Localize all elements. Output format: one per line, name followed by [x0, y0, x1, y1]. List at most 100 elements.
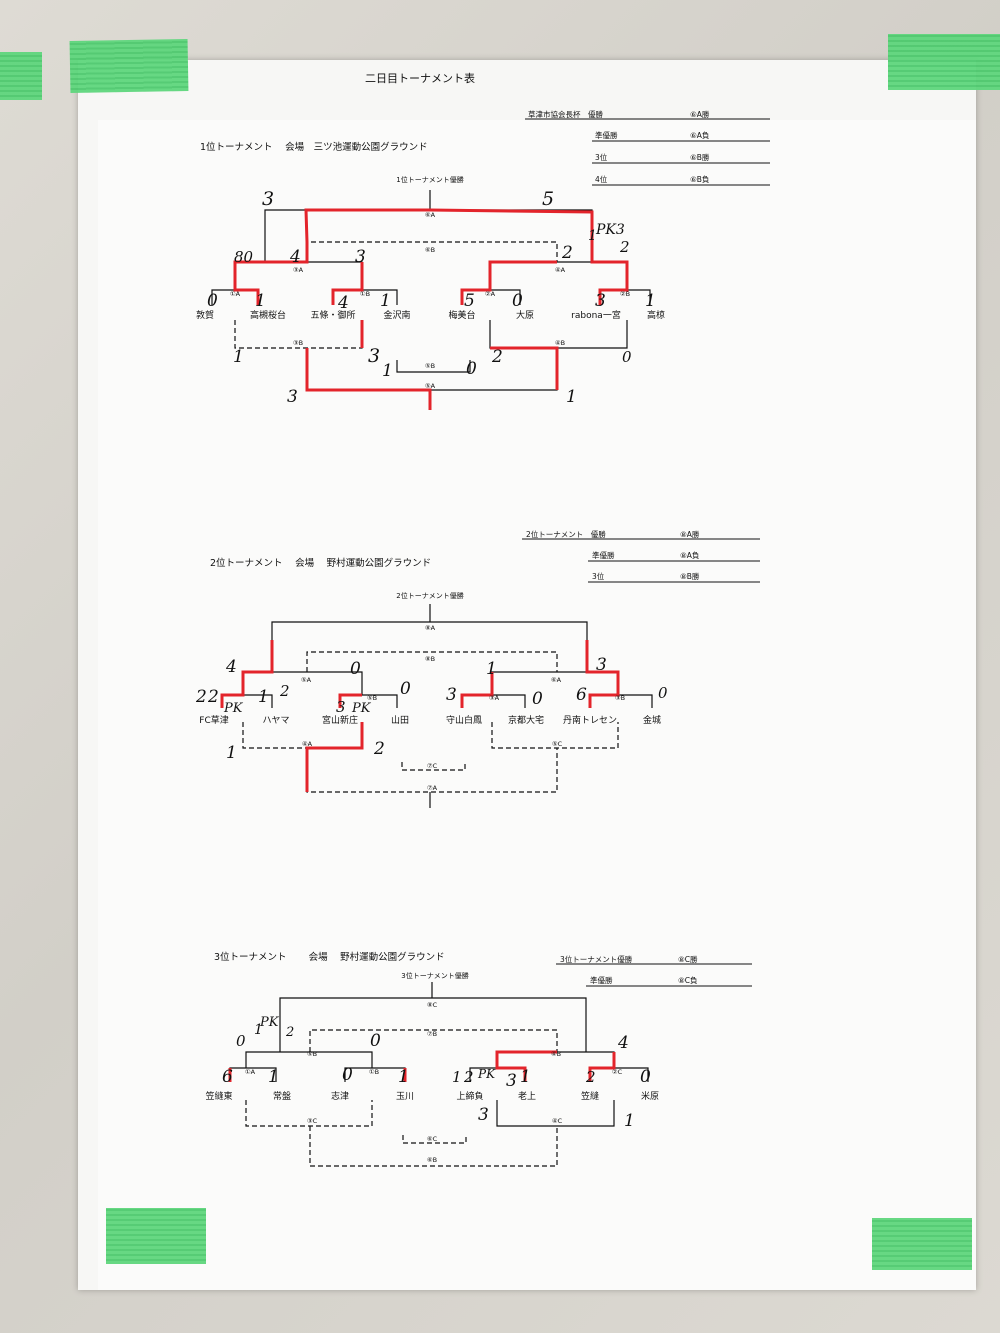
t2-team: 京都大宅	[508, 714, 544, 726]
t2-match: ④A	[302, 740, 313, 748]
t3-red-marker	[228, 1050, 616, 1082]
t1-match: ②A	[485, 290, 496, 298]
t3-match-labels: ①A ①B ②C ⑤B ④B ⑦B ⑧C ③C ④C ⑥C ⑥B	[245, 1001, 623, 1164]
sheet-title: 二日目トーナメント表	[365, 71, 475, 85]
t3-score: 1	[254, 1022, 263, 1038]
t2-score: 0	[532, 689, 543, 709]
t2-score: 1	[226, 743, 237, 763]
t1-score: 5	[542, 188, 554, 210]
t2-score: 3	[596, 655, 607, 675]
t2-header: 2位トーナメント 会場 野村運動公園グラウンド	[210, 557, 431, 569]
t1-score: 5	[464, 291, 475, 311]
t1-score: 3	[595, 291, 606, 311]
t1-team: 梅美台	[448, 309, 475, 321]
t2-champion-label: 2位トーナメント優勝	[396, 591, 463, 600]
t2-match: ⑤A	[301, 676, 312, 684]
t1-score: 0	[622, 348, 632, 366]
t2-result-value: ⑧B勝	[680, 571, 700, 581]
t1-result-value: ⑥B負	[690, 174, 710, 184]
t1-match: ③B	[293, 339, 303, 347]
t2-score: 1	[258, 687, 269, 707]
t3-score: PK	[477, 1067, 496, 1081]
t2-match: ⑤B	[367, 694, 377, 702]
t1-teams: 敦賀 高槻桜台 五條・御所 金沢南 梅美台 大原 rabona一宮 高椋	[196, 309, 665, 321]
t2-team: 丹南トレセン	[563, 714, 617, 726]
t2-score: 6	[576, 685, 587, 705]
t1-score: 1	[588, 228, 597, 244]
t1-result-label: 3位	[595, 152, 608, 162]
t1-header: 1位トーナメント 会場 三ツ池運動公園グラウンド	[200, 141, 428, 153]
t1-score: 1	[380, 291, 391, 311]
t1-result-label: 草津市協会長杯 優勝	[528, 109, 603, 119]
t1-score: 0	[512, 291, 523, 311]
t2-match: ③A	[489, 694, 500, 702]
t1-score: 3	[287, 387, 298, 407]
t1-team: 五條・御所	[310, 309, 355, 321]
t1-score: 1	[566, 387, 577, 407]
green-tape	[872, 1218, 972, 1270]
t3-match: ④B	[551, 1050, 561, 1058]
t2-team: FC草津	[199, 714, 228, 726]
t2-red-marker	[220, 640, 620, 792]
t3-score: 2	[285, 1025, 294, 1040]
t2-score: 2	[207, 687, 219, 707]
t2-team: 山田	[391, 715, 409, 726]
t3-team: 老上	[518, 1090, 536, 1102]
t1-result-label: 準優勝	[595, 130, 618, 140]
t3-match: ④C	[552, 1117, 563, 1125]
t3-scores: 6 1 0 1 1 2 PK 3 1 2 0 0 1 PK 2 0 4 3 1	[222, 1015, 651, 1131]
t1-team: 金沢南	[383, 309, 410, 321]
t3-champion-label: 3位トーナメント優勝	[401, 971, 468, 980]
t1-match: ④B	[555, 339, 565, 347]
t3-score: 1	[452, 1068, 462, 1086]
t3-score: 2	[585, 1068, 596, 1086]
t2-match: ③B	[615, 694, 625, 702]
t3-team: 上締負	[456, 1090, 483, 1102]
t2-score: 2	[373, 739, 385, 759]
t2-result-label: 準優勝	[592, 550, 615, 560]
t1-team: 敦賀	[196, 309, 214, 321]
t1-result-label: 4位	[595, 174, 608, 184]
t1-score: 0	[207, 291, 218, 311]
t1-red-marker	[233, 208, 629, 410]
t1-match: ①B	[360, 290, 370, 298]
t3-match: ③C	[307, 1117, 318, 1125]
t2-match: ⑧B	[425, 655, 435, 663]
t3-score: 6	[222, 1067, 233, 1087]
t1-results: 草津市協会長杯 優勝 ⑥A勝 準優勝 ⑥A負 3位 ⑥B勝 4位 ⑥B負	[528, 109, 710, 184]
t2-result-value: ⑧A負	[680, 550, 700, 560]
t1-score: 2	[561, 243, 573, 263]
t3-result-label: 準優勝	[590, 975, 613, 985]
t3-score: 1	[520, 1067, 531, 1087]
t3-score: 1	[268, 1067, 279, 1087]
t1-score: 3	[262, 188, 274, 210]
t3-score: 0	[342, 1065, 353, 1085]
t2-score: 0	[400, 679, 411, 699]
t1-match: ①A	[230, 290, 241, 298]
t2-score: PK	[351, 701, 372, 716]
t3-match: ①A	[245, 1068, 256, 1076]
t1-score: 4	[289, 247, 301, 267]
t1-match: ⑥A	[425, 211, 436, 219]
t2-result-lines	[522, 538, 760, 583]
t1-score: 80	[234, 248, 254, 266]
t3-score: 3	[506, 1071, 517, 1091]
t1-result-value: ⑥A勝	[690, 109, 710, 119]
t3-match: ⑥B	[427, 1156, 437, 1164]
t1-match: ③A	[293, 266, 304, 274]
t1-score: 3	[368, 345, 380, 367]
t1-score: 1	[645, 291, 656, 311]
t1-match-labels: ①A ①B ②A ②B ③A ③B ④A ④B ⑤A ⑤B ⑥A ⑥B	[230, 211, 630, 390]
t1-match: ⑤A	[425, 382, 436, 390]
t1-score: 1	[255, 291, 266, 311]
paper-sheet-front	[98, 120, 976, 1290]
t1-match: ②B	[620, 290, 630, 298]
t1-bracket	[211, 190, 651, 410]
t1-result-lines	[525, 118, 770, 186]
t2-score: 0	[658, 684, 668, 702]
t1-score: 0	[466, 359, 477, 379]
t3-team: 笠縫東	[205, 1090, 232, 1102]
t3-match: ⑥C	[427, 1135, 438, 1143]
t2-teams: FC草津 ハヤマ 宮山新庄 山田 守山白鳳 京都大宅 丹南トレセン 金城	[199, 714, 661, 726]
t1-match: ⑥B	[425, 246, 435, 254]
